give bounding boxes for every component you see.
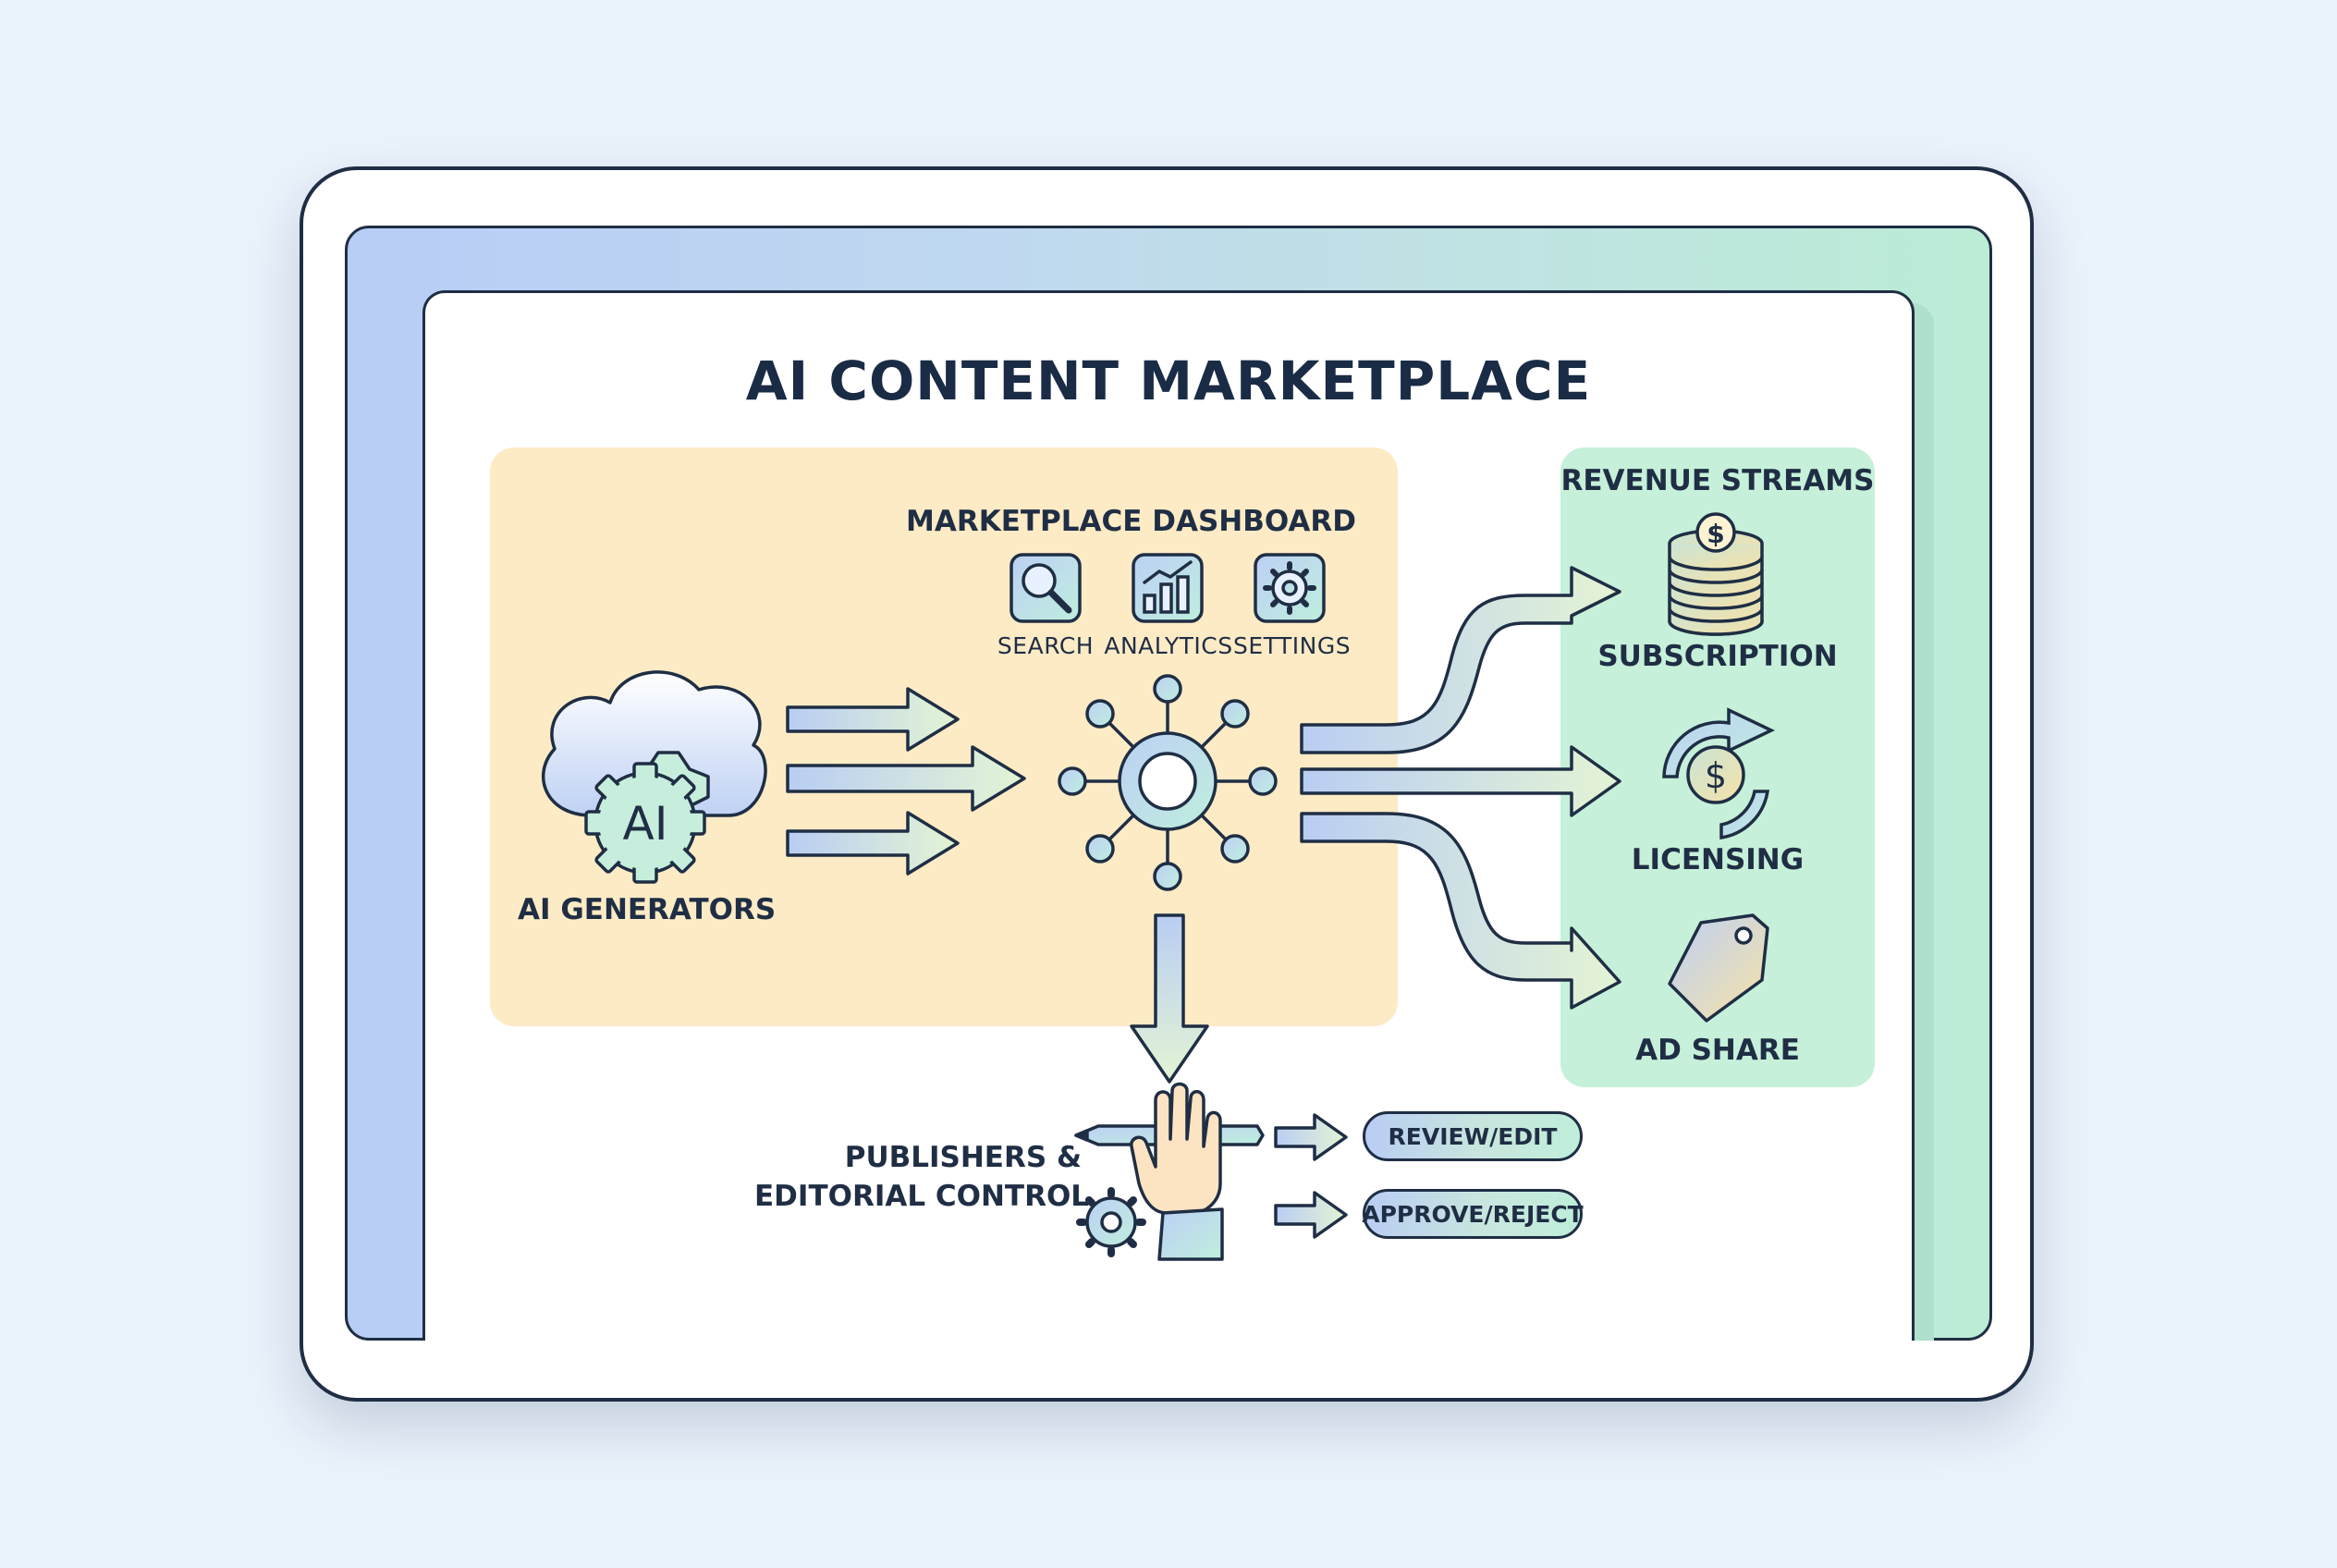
dashboard-label: MARKETPLACE DASHBOARD [906,505,1356,538]
cloud-gear-icon [541,670,767,884]
bar-chart-icon [1132,553,1204,623]
search-label: SEARCH [997,632,1095,659]
network-hub-icon [1058,674,1278,891]
licensing-label: LICENSING [1631,843,1805,876]
analytics-label: ANALYTICS [1104,632,1233,659]
action-arrows [1274,1113,1348,1239]
generators-label: AI GENERATORS [518,893,777,926]
coin-dollar-icon: $ [1707,519,1724,549]
review-edit-button[interactable]: REVIEW/EDIT [1363,1111,1583,1161]
subscription-label: SUBSCRIPTION [1597,640,1838,673]
gear-icon [1254,553,1326,623]
ad-share-label: AD SHARE [1635,1034,1800,1067]
licensing-dollar-icon: $ [1705,755,1727,796]
revenue-label: REVENUE STREAMS [1560,464,1875,497]
input-arrows [786,687,1026,876]
search-icon [1009,553,1082,623]
publishers-label-line1: PUBLISHERS & [844,1141,1082,1174]
coin-stack-icon [1668,512,1764,636]
hand-pen-icon [1074,1082,1265,1261]
approve-reject-button[interactable]: APPROVE/REJECT [1362,1189,1584,1239]
ai-badge: AI [623,797,668,851]
small-gear-icon [1076,1187,1146,1257]
revenue-arrows [1300,566,1621,1010]
publishers-label-line2: EDITORIAL CONTROL [754,1180,1090,1213]
dollar-cycle-icon [1662,707,1776,840]
settings-label: SETTINGS [1233,632,1352,659]
page-title: AI CONTENT MARKETPLACE [745,349,1592,412]
down-arrow [1130,913,1209,1084]
price-tag-icon [1668,913,1769,1023]
